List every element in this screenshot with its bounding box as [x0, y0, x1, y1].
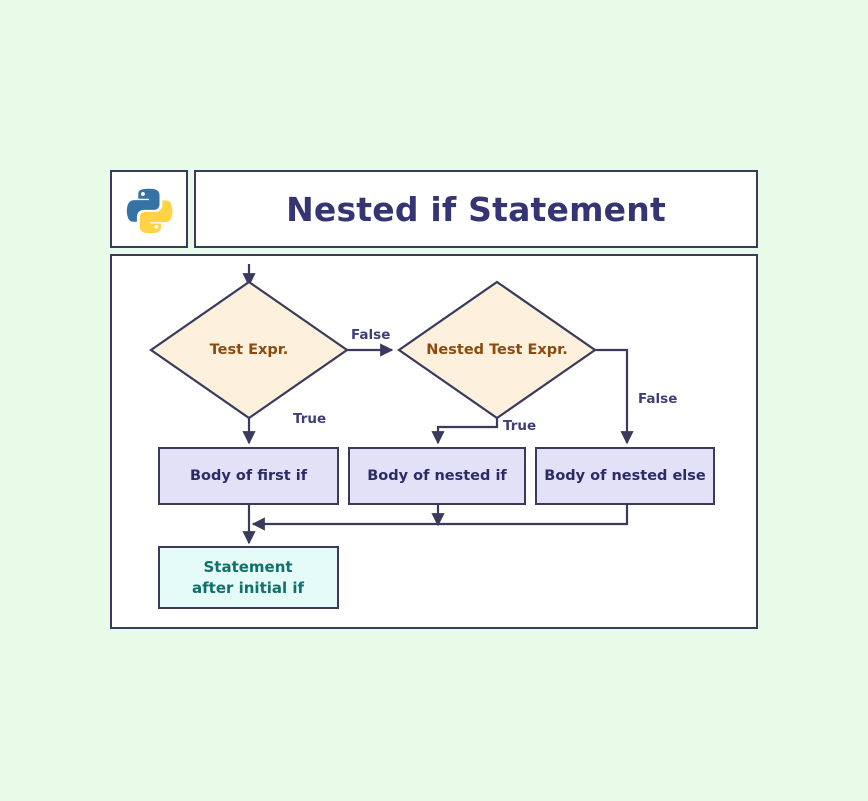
node-body-of-nested-else-label: Body of nested else — [544, 468, 706, 484]
node-body-of-nested-if-label: Body of nested if — [367, 468, 507, 484]
edge-label-false-2: False — [638, 391, 678, 407]
node-body-of-first-if-label: Body of first if — [190, 468, 307, 484]
decision-test-expr-label: Test Expr. — [209, 342, 289, 358]
python-logo-box — [110, 170, 188, 248]
decision-nested-test-expr-label: Nested Test Expr. — [426, 342, 568, 358]
edge-label-true-1: True — [293, 411, 327, 427]
node-body-of-nested-else: Body of nested else — [535, 447, 715, 505]
edge-label-true-2: True — [503, 418, 537, 434]
node-body-of-first-if: Body of first if — [158, 447, 339, 505]
header-title-box: Nested if Statement — [194, 170, 758, 248]
node-statement-line-1: Statement — [203, 558, 293, 577]
node-statement-after-initial-if: Statement after initial if — [158, 546, 339, 609]
page-title: Nested if Statement — [286, 189, 666, 229]
python-logo-icon — [126, 188, 173, 233]
edge-label-false-1: False — [351, 327, 391, 343]
node-statement-line-2: after initial if — [192, 578, 305, 597]
node-body-of-nested-if: Body of nested if — [348, 447, 526, 505]
